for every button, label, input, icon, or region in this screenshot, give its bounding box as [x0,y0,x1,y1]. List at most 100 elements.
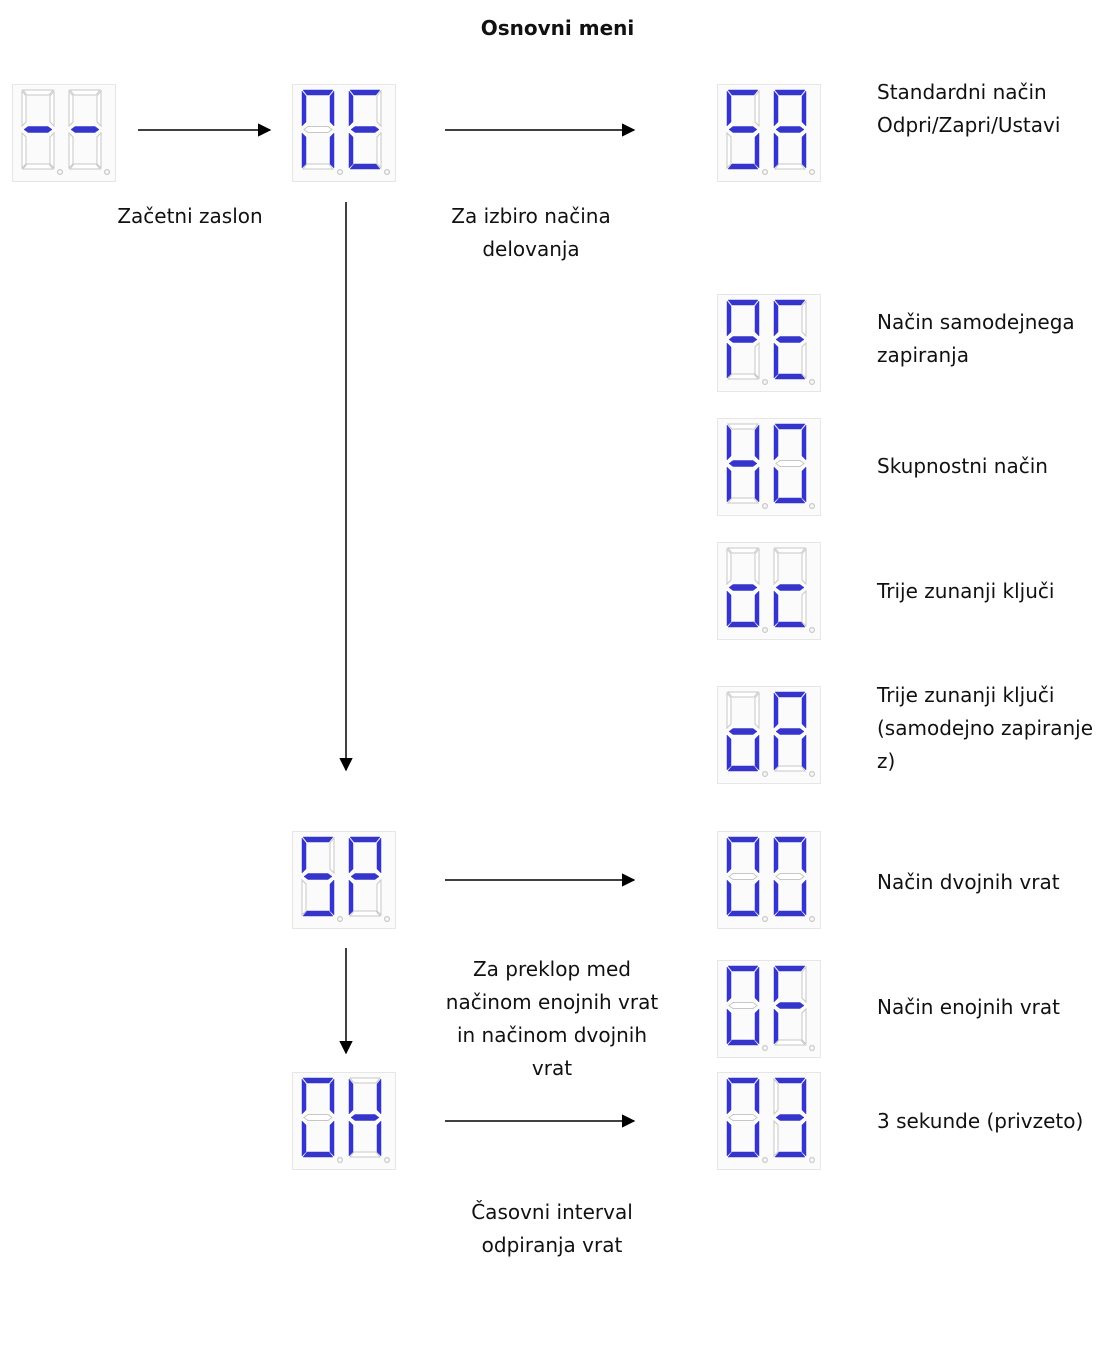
segment-g [303,1114,333,1121]
digit-2 [773,965,815,1051]
segment-f [773,547,779,586]
display-opt-pc [717,294,821,392]
decimal-point [761,915,768,922]
segment-e [726,342,732,379]
segment-e [773,466,779,503]
segment-g [350,1114,380,1121]
decimal-point [808,1156,815,1163]
digit-2 [348,89,390,175]
segment-e [773,1119,779,1158]
segment-a [774,836,806,843]
option-label-pc: Način samodejnega zapiranja [877,310,1075,367]
decimal-point [336,915,343,922]
decimal-point [761,770,768,777]
segment-b [801,547,807,586]
decimal-point [808,770,815,777]
segment-d [301,163,335,170]
seven-segment-svg [717,960,821,1058]
segment-a [348,1077,382,1084]
caption-start: Začetni zaslon [117,204,263,228]
digit-1 [726,89,768,175]
segment-f [301,90,307,127]
option-label-sa: Standardni način Odpri/Zapri/Ustavi [877,80,1061,137]
segment-c [49,131,55,170]
display-start [12,84,116,182]
segment-a [302,89,334,96]
segment-g [728,873,758,880]
segment-c [96,131,102,170]
decimal-point [761,502,768,509]
decimal-point [808,378,815,385]
display-opt-o3 [717,1072,821,1170]
segment-e [726,879,732,916]
segment-g [303,873,333,880]
decimal-point [761,1156,768,1163]
segment-c [754,590,760,627]
segment-f [773,837,779,874]
segment-a [727,299,759,306]
segment-f [773,300,779,337]
segment-d [349,163,381,170]
seven-segment-svg [717,84,821,182]
segment-f [726,966,732,1003]
segment-d [348,910,382,917]
segment-d [774,1151,806,1158]
segment-f [21,89,27,128]
segment-e [726,131,732,170]
segment-b [96,89,102,128]
segment-c [376,131,382,170]
option-label-oc: Trije zunanji ključi [877,579,1055,603]
segment-c [801,1120,807,1157]
segment-f [348,90,354,127]
option-label-oo: Način dvojnih vrat [877,870,1060,894]
digit-1 [726,691,768,777]
segment-a [727,1077,759,1084]
segment-e [301,1120,307,1157]
segment-a [774,965,806,972]
digit-1 [301,1077,343,1163]
segment-d [726,497,760,504]
segment-f [726,691,732,730]
segment-e [773,1008,779,1045]
option-label-oa: Trije zunanji ključi (samodejno zapiranj… [877,683,1094,773]
segment-c [754,1120,760,1157]
segment-g [70,126,100,133]
segment-g [728,1114,758,1121]
segment-b [329,836,335,875]
segment-b [754,89,760,128]
decimal-point [761,1044,768,1051]
decimal-point [761,626,768,633]
decimal-point [383,915,390,922]
segment-b [754,547,760,586]
seven-segment-svg [12,84,116,182]
decimal-point [808,1044,815,1051]
segment-g [728,1002,758,1009]
segment-d [727,163,759,170]
segment-e [773,132,779,169]
segment-a [726,547,760,554]
display-opt-oo [717,831,821,929]
digit-2 [773,547,815,633]
option-label-o3: 3 sekunde (privzeto) [877,1109,1084,1133]
display-opt-of [717,960,821,1058]
segment-b [754,424,760,461]
segment-a [727,89,759,96]
segment-e [726,734,732,771]
digit-2 [773,836,815,922]
segment-c [754,879,760,916]
segment-d [727,1039,759,1046]
seven-segment-svg [292,84,396,182]
segment-d [727,910,759,917]
segment-a [726,423,760,430]
segment-g [775,873,805,880]
segment-g [728,336,758,343]
segment-a [68,89,102,96]
segment-b [49,89,55,128]
segment-b [754,837,760,874]
segment-g [350,873,380,880]
segment-e [68,131,74,170]
segment-b [801,1078,807,1115]
decimal-point [761,168,768,175]
segment-g [775,584,805,591]
